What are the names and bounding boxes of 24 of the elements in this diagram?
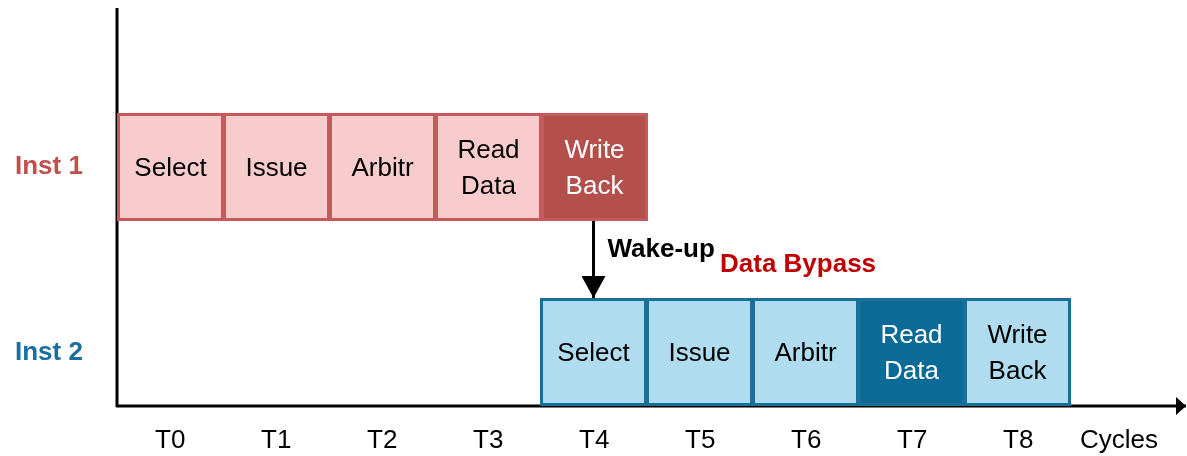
axis-title: Cycles bbox=[1080, 424, 1158, 455]
tick-label: T2 bbox=[367, 424, 398, 455]
pipeline-stage: Select bbox=[540, 298, 647, 406]
pipeline-stage: Read Data bbox=[435, 113, 542, 221]
tick-label: T8 bbox=[1003, 424, 1034, 455]
tick-label: T0 bbox=[155, 424, 186, 455]
pipeline-stage: Select bbox=[117, 113, 224, 221]
tick-label: T6 bbox=[791, 424, 822, 455]
pipeline-stage: Write Back bbox=[964, 298, 1071, 406]
pipeline-stage: Arbitr bbox=[329, 113, 436, 221]
annotation: Data Bypass bbox=[720, 248, 877, 279]
tick-label: T3 bbox=[473, 424, 504, 455]
pipeline-stage: Issue bbox=[223, 113, 330, 221]
pipeline-stage: Write Back bbox=[541, 113, 648, 221]
pipeline-stage: Read Data bbox=[858, 298, 965, 406]
tick-label: T7 bbox=[897, 424, 928, 455]
tick-label: T1 bbox=[261, 424, 292, 455]
pipeline-stage: Issue bbox=[646, 298, 753, 406]
tick-label: T4 bbox=[579, 424, 610, 455]
tick-label: T5 bbox=[685, 424, 716, 455]
row-label: Inst 2 bbox=[15, 336, 83, 367]
arrow bbox=[581, 221, 606, 298]
pipeline-stage: Arbitr bbox=[752, 298, 859, 406]
row-label: Inst 1 bbox=[15, 150, 83, 181]
